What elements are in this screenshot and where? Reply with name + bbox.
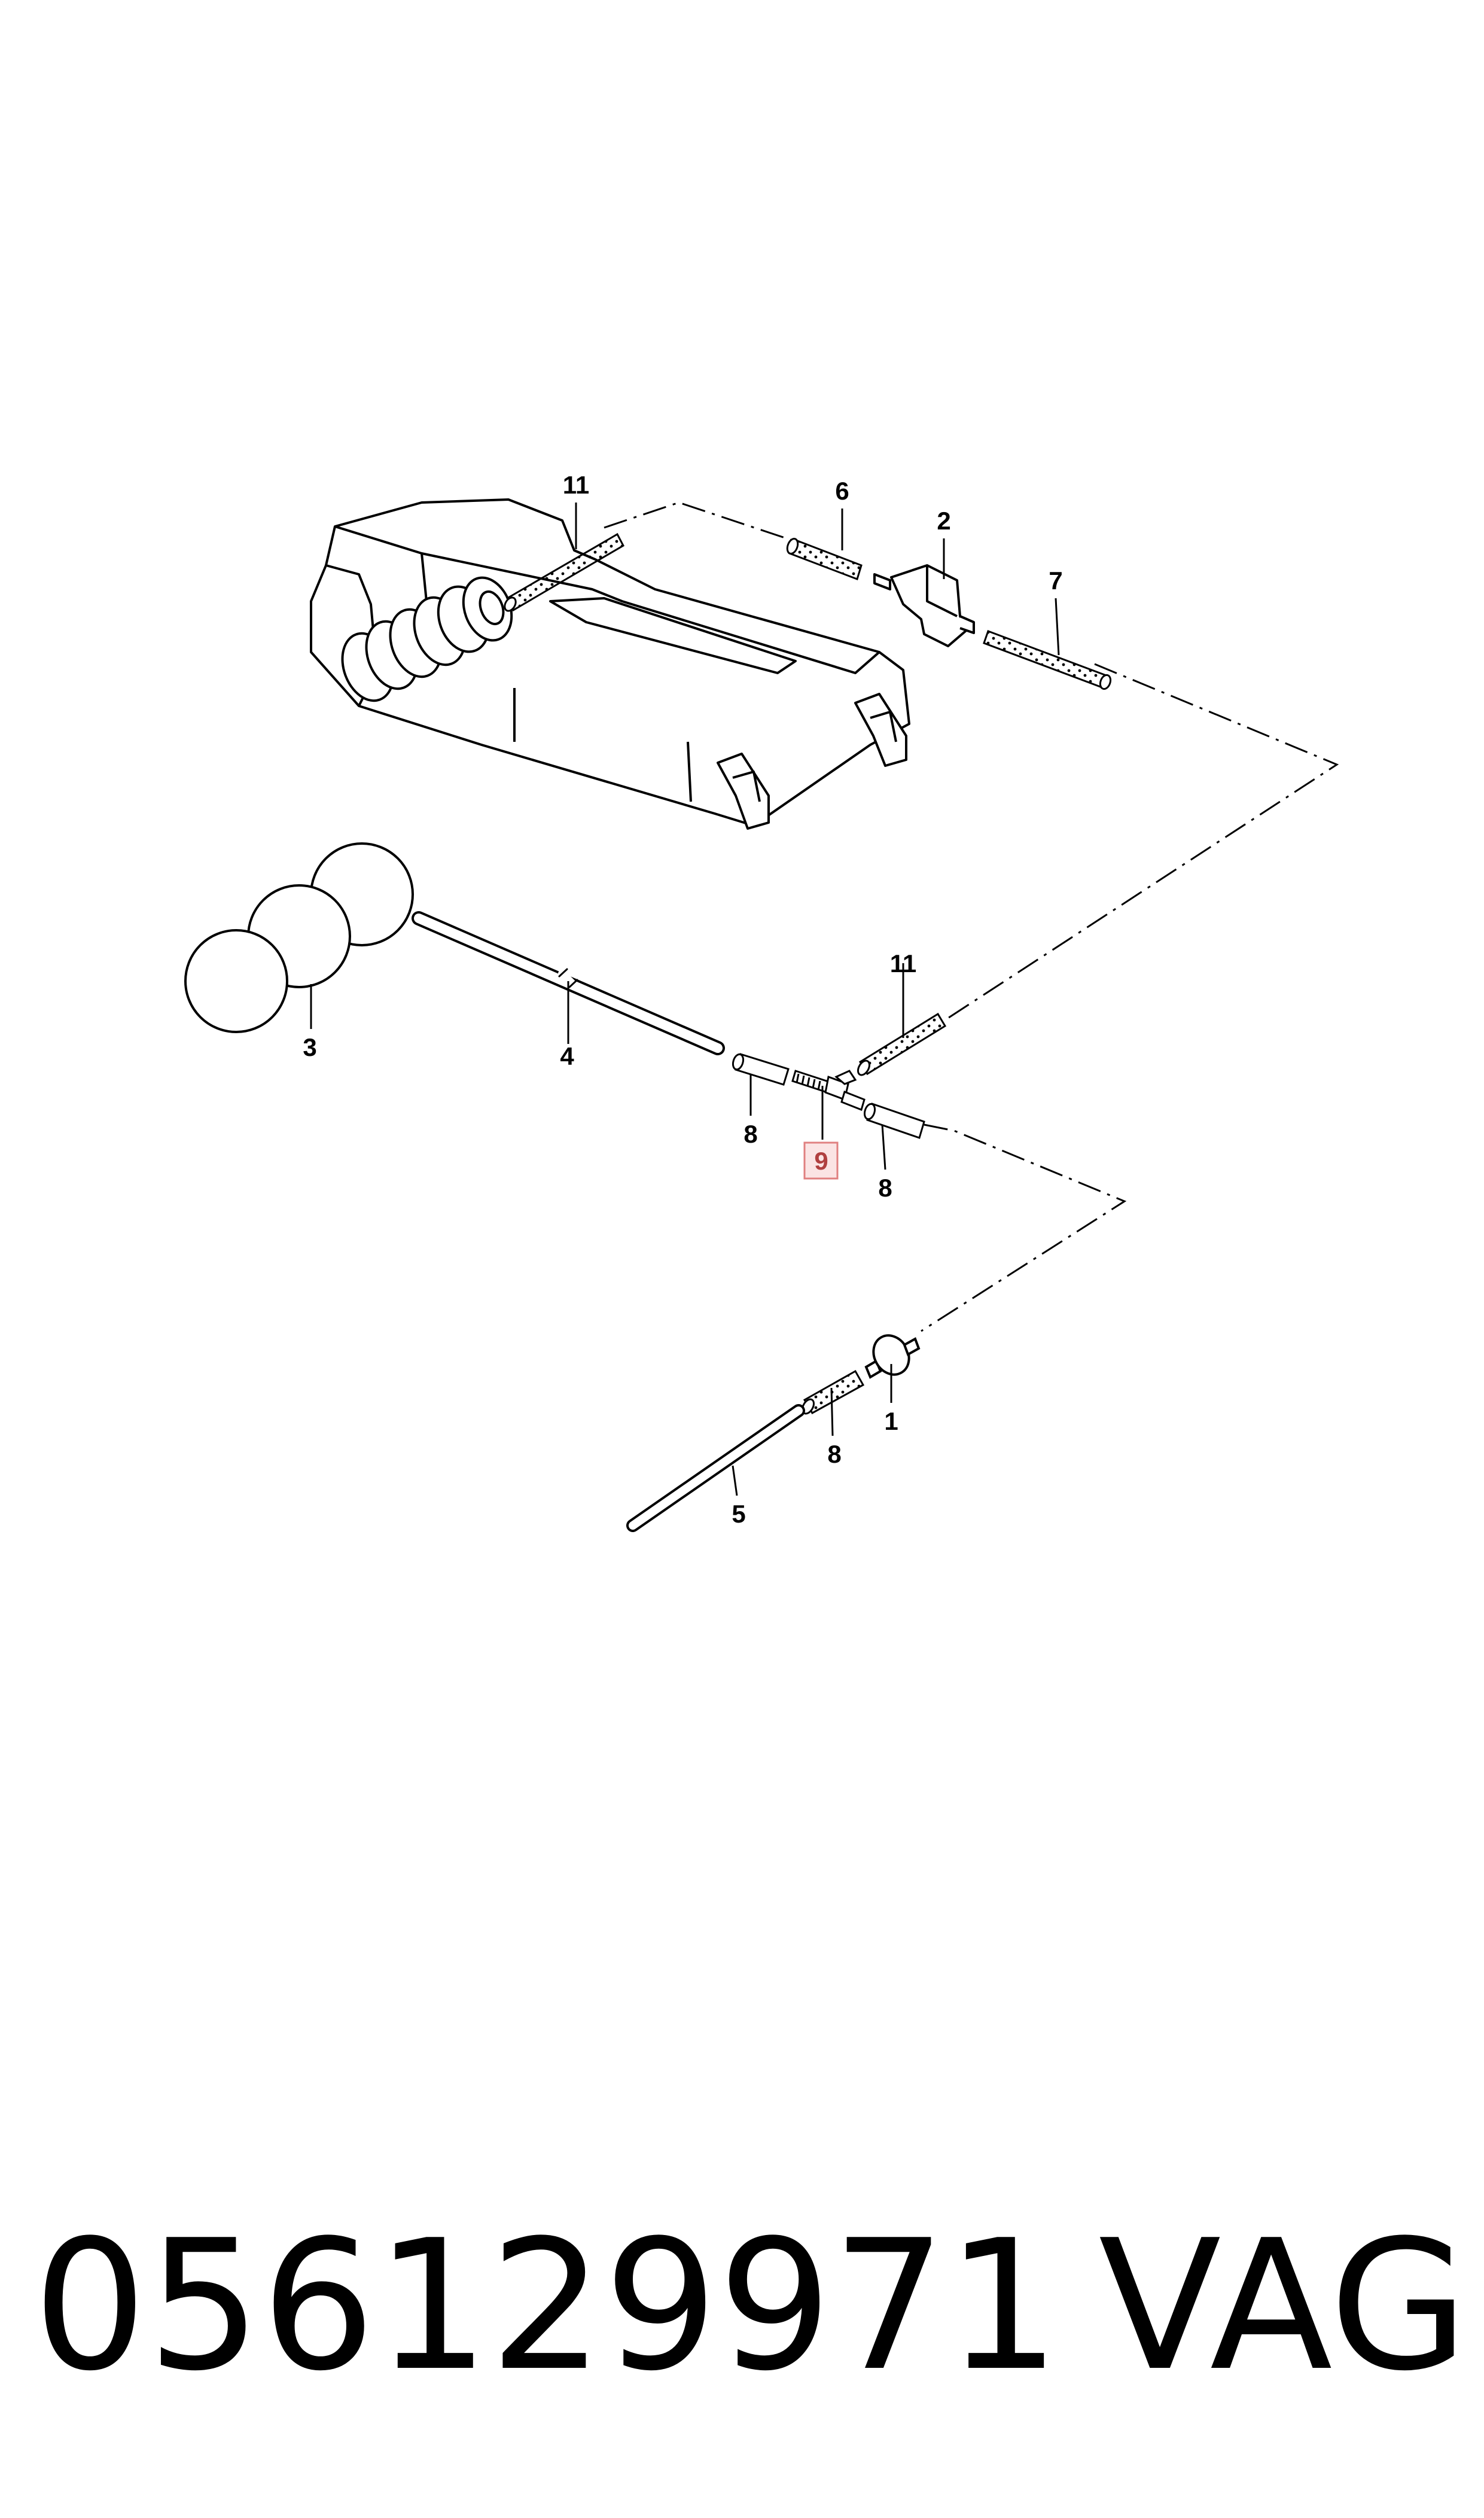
callouts: 11 6 2 7 11 3 4 8 9 8 1 8 5 xyxy=(303,471,1062,1528)
hose-6 xyxy=(786,537,863,580)
hose-11-middle xyxy=(857,1012,947,1076)
callout-9: 9 xyxy=(814,1147,828,1175)
hose-11-top xyxy=(504,532,624,612)
canister-ribbed-stem xyxy=(341,576,513,702)
callout-5: 5 xyxy=(732,1500,745,1528)
connection-lines xyxy=(604,501,1339,1332)
callout-8-bottom: 8 xyxy=(827,1440,841,1468)
callout-7: 7 xyxy=(1049,567,1062,595)
callout-8-left: 8 xyxy=(743,1120,757,1148)
pipe-5 xyxy=(626,1404,805,1532)
callout-6: 6 xyxy=(835,477,849,505)
callout-9-highlight xyxy=(803,1141,839,1180)
t-connector-9 xyxy=(791,1070,866,1111)
part-number: 056129971 xyxy=(33,2208,1061,2405)
callout-11-top: 11 xyxy=(563,471,589,499)
callout-8-right: 8 xyxy=(878,1174,892,1202)
fitting-1 xyxy=(864,1334,921,1379)
leader-lines xyxy=(310,503,1060,1496)
callout-2: 2 xyxy=(937,507,950,535)
hose-8-right xyxy=(863,1103,925,1139)
footer-caption: 056129971 VAG xyxy=(33,2208,1468,2405)
filter-3 xyxy=(184,842,414,1033)
callout-3: 3 xyxy=(303,1033,316,1061)
callout-11-middle: 11 xyxy=(890,949,916,978)
brand-name: VAG xyxy=(1098,2208,1468,2405)
callout-1: 1 xyxy=(884,1407,898,1435)
callout-4: 4 xyxy=(560,1042,574,1070)
hose-7 xyxy=(983,630,1112,690)
valve-2 xyxy=(873,564,975,647)
hose-8-left xyxy=(732,1053,790,1086)
